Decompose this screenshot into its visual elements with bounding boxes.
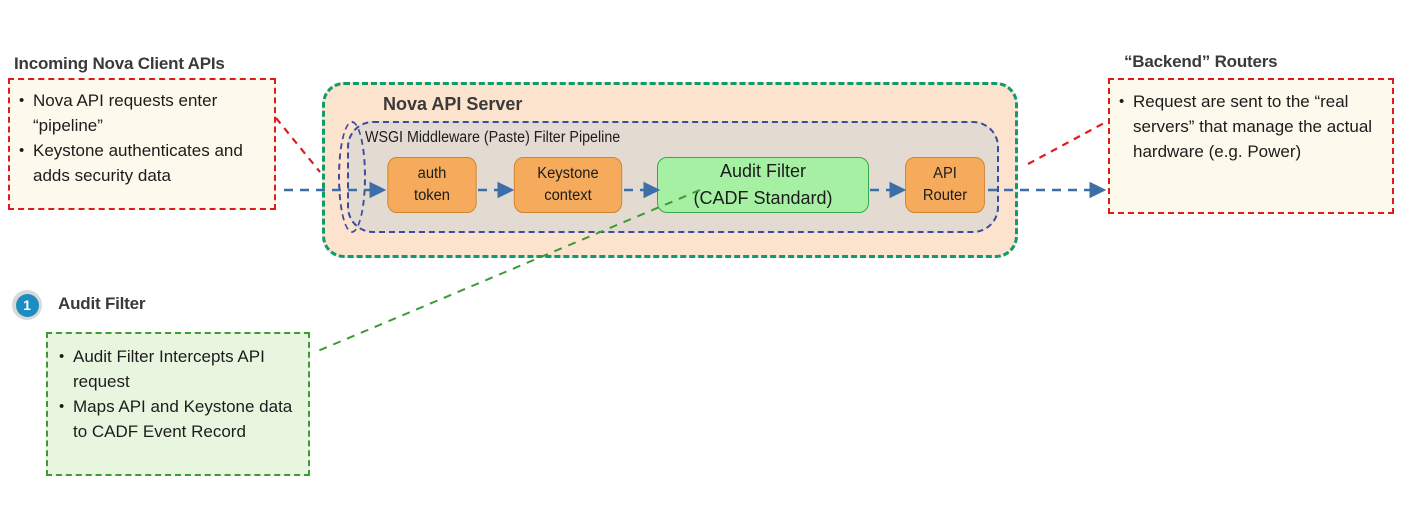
node-line-2: context — [544, 187, 592, 204]
list-item: Request are sent to the “real servers” t… — [1116, 89, 1382, 164]
nova-api-server-title: Nova API Server — [383, 94, 523, 114]
node-line-1: auth — [417, 165, 447, 182]
note-list: Audit Filter Intercepts API request Maps… — [56, 344, 296, 444]
left-callout-heading: Incoming Nova Client APIs — [14, 54, 225, 73]
node-line-1: API — [933, 165, 957, 182]
leader-left-callout — [275, 117, 321, 173]
leader-right-callout — [1027, 121, 1107, 165]
node-line-2: Router — [922, 187, 968, 204]
pipeline-node-api-router[interactable]: API Router — [905, 157, 985, 213]
list-item: Nova API requests enter “pipeline” — [16, 88, 264, 138]
node-line-1: Keystone — [537, 165, 599, 182]
list-item: Maps API and Keystone data to CADF Event… — [56, 394, 296, 444]
wsgi-pipeline-title: WSGI Middleware (Paste) Filter Pipeline — [365, 129, 621, 146]
right-callout-list: Request are sent to the “real servers” t… — [1116, 89, 1382, 164]
pipeline-node-keystone-context[interactable]: Keystone context — [513, 157, 623, 213]
note-box: Audit Filter Intercepts API request Maps… — [46, 332, 310, 476]
note-number-badge: 1 — [12, 290, 42, 320]
note-heading: Audit Filter — [58, 294, 146, 313]
left-callout-box: Nova API requests enter “pipeline” Keyst… — [8, 78, 276, 210]
pipeline-node-auth-token[interactable]: auth token — [387, 157, 477, 213]
left-callout-list: Nova API requests enter “pipeline” Keyst… — [16, 88, 264, 188]
pipeline-left-cylinder — [338, 121, 366, 233]
nova-api-server-container: Nova API Server WSGI Middleware (Paste) … — [322, 82, 1018, 258]
list-item: Audit Filter Intercepts API request — [56, 344, 296, 394]
right-callout-box: Request are sent to the “real servers” t… — [1108, 78, 1394, 214]
node-line-2: (CADF Standard) — [693, 188, 833, 208]
node-line-1: Audit Filter — [719, 161, 807, 181]
right-callout-heading: “Backend” Routers — [1124, 52, 1278, 71]
list-item: Keystone authenticates and adds security… — [16, 138, 264, 188]
node-line-2: token — [413, 187, 451, 204]
note-number-value: 1 — [15, 293, 39, 317]
pipeline-node-audit-filter[interactable]: Audit Filter (CADF Standard) — [657, 157, 869, 213]
